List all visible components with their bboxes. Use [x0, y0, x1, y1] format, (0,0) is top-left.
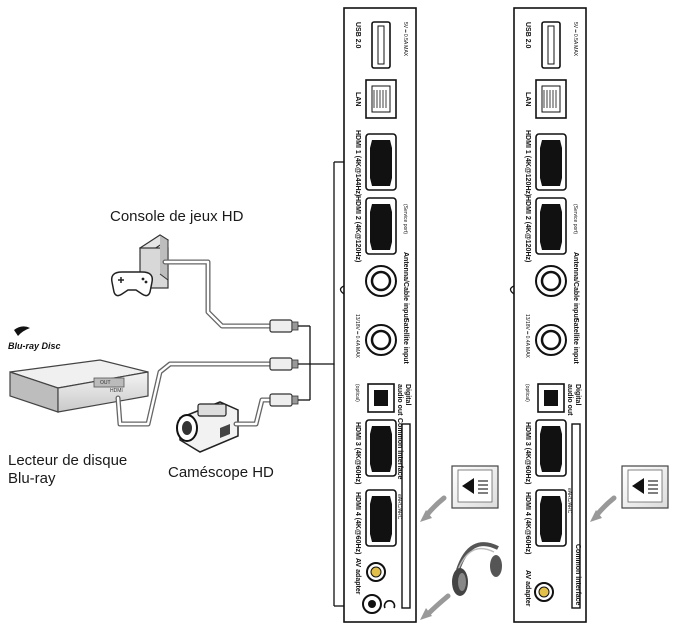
satellite-rating: 13/18V ━ 0.4A MAX — [524, 314, 530, 359]
ci-label: Common interface — [574, 544, 581, 606]
lan-label: LAN — [354, 92, 361, 106]
hdmi3-label: HDMI 3 (4K@60Hz) — [524, 422, 531, 484]
hdmi1-label: HDMI 1 (4K@144Hz) — [354, 130, 361, 196]
gamepad-icon — [110, 271, 154, 297]
camcorder-label: Caméscope HD — [168, 464, 274, 481]
hdmi3-label: HDMI 3 (4K@60Hz) — [354, 422, 361, 484]
satellite-label: Satellite input — [572, 318, 579, 365]
connection-bracket — [298, 161, 344, 607]
av-label: AV adapter — [354, 558, 361, 595]
antenna-label: Antenna/Cable input — [572, 252, 579, 321]
ci-label: Common interface — [396, 418, 403, 480]
digital-sub: (optical) — [354, 384, 360, 402]
antenna-label: Antenna/Cable input — [402, 252, 409, 321]
svg-text:HDMI: HDMI — [110, 388, 123, 394]
hdmi1-label: HDMI 1 (4K@120Hz) — [524, 130, 531, 196]
hdmi2-sub: (Service port) — [402, 204, 408, 234]
satellite-label: Satellite input — [402, 318, 409, 365]
ci-card-left-icon — [420, 465, 499, 522]
bluray-label-line1: Lecteur de disque — [8, 452, 128, 469]
lan-label: LAN — [524, 92, 531, 106]
svg-text:OUT: OUT — [100, 380, 111, 386]
digital-label-1: Digital — [574, 384, 581, 405]
game-console-icon — [138, 234, 170, 289]
hdmi2-sub: (Service port) — [572, 204, 578, 234]
digital-sub: (optical) — [524, 384, 530, 402]
headphones-icon — [420, 542, 502, 620]
satellite-rating: 13/18V ━ 0.4A MAX — [354, 314, 360, 359]
hdmi2-label: HDMI 2 (4K@120Hz) — [524, 196, 531, 262]
tv-panel-right — [509, 7, 587, 623]
panel-right-labels: USB 2.0 5V ━ 0.5A MAX LAN HDMI 1 (4K@120… — [524, 22, 581, 607]
usb-label: USB 2.0 — [354, 22, 361, 49]
hdmi4-sub: eARC/ARC — [396, 494, 402, 520]
bluray-logo: Blu-ray Disc — [8, 326, 61, 351]
console-label: Console de jeux HD — [110, 208, 244, 225]
hdmi4-label: HDMI 4 (4K@60Hz) — [524, 492, 531, 554]
hdmi4-label: HDMI 4 (4K@60Hz) — [354, 492, 361, 554]
hdmi2-label: HDMI 2 (4K@120Hz) — [354, 196, 361, 262]
camcorder-icon — [176, 401, 239, 453]
panel-left-labels: USB 2.0 5V ━ 0.5A MAX LAN HDMI 1 (4K@144… — [354, 22, 411, 595]
tv-panel-left — [339, 7, 417, 623]
hdmi4-sub: eARC/ARC — [566, 488, 572, 514]
hdmi-cables — [115, 259, 273, 427]
digital-label-1: Digital — [404, 384, 411, 405]
usb-rating: 5V ━ 0.5A MAX — [572, 22, 578, 57]
av-label: AV adapter — [524, 570, 531, 607]
hdmi-connectors — [269, 319, 299, 407]
bluray-player: OUT HDMI — [9, 359, 149, 413]
digital-label-2: audio out — [566, 384, 573, 416]
svg-text:Blu-ray Disc: Blu-ray Disc — [8, 341, 61, 351]
bluray-label-line2: Blu-ray — [8, 470, 56, 487]
ci-card-right-icon — [590, 465, 669, 522]
usb-rating: 5V ━ 0.5A MAX — [402, 22, 408, 57]
digital-label-2: audio out — [396, 384, 403, 416]
usb-label: USB 2.0 — [524, 22, 531, 49]
